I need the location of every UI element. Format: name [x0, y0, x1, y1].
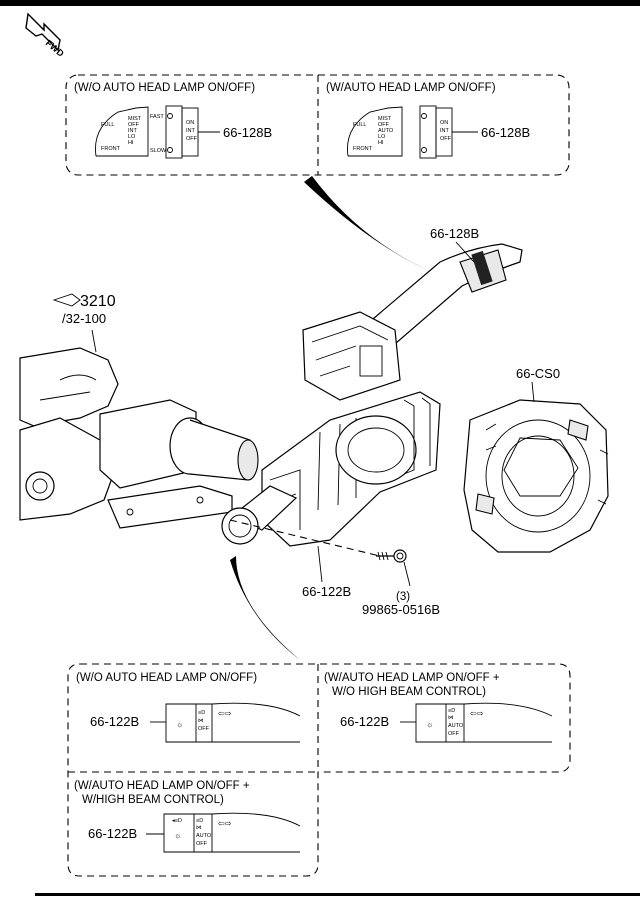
- light-stalk-auto: 66-122B ☼ ≡D ⋈ AUTO OFF ⇦⇨: [340, 702, 553, 743]
- bottom-caption-b1: (W/AUTO HEAD LAMP ON/OFF +: [324, 672, 500, 684]
- callout-swoosh-top: [304, 176, 432, 272]
- svg-text:LO: LO: [128, 134, 136, 140]
- svg-text:INT: INT: [128, 128, 138, 134]
- light-stalk-auto-high-beam: 66-122B ◂≡D ☼ ≡D ⋈ AUTO OFF ⇦⇨: [88, 812, 301, 853]
- parking-lamp-icon-b: ⋈: [448, 715, 454, 721]
- svg-text:SLOW: SLOW: [150, 148, 167, 154]
- bottom-variants-panel: (W/O AUTO HEAD LAMP ON/OFF) (W/AUTO HEAD…: [67, 663, 571, 877]
- wiper-switch-label: 66-128B: [430, 226, 479, 241]
- bottom-rule: [35, 893, 640, 896]
- svg-text:OFF: OFF: [128, 122, 140, 128]
- high-beam-icon-b: ≡D: [448, 708, 455, 714]
- light-sun-icon: ☼: [176, 720, 183, 729]
- bottom-caption-c2: W/HIGH BEAM CONTROL): [82, 794, 224, 806]
- svg-text:FRONT: FRONT: [101, 146, 121, 152]
- bottom-caption-a: (W/O AUTO HEAD LAMP ON/OFF): [76, 672, 257, 684]
- svg-text:OFF: OFF: [186, 136, 198, 142]
- parking-lamp-icon-c: ⋈: [196, 825, 202, 831]
- reference-subsection: /32-100: [62, 311, 106, 326]
- svg-text:ON: ON: [440, 120, 448, 126]
- svg-text:INT: INT: [186, 128, 196, 134]
- wiper-stalk-auto: MIST OFF AUTO LO HI FULL FRONT ON INT OF…: [347, 105, 478, 159]
- callout-swoosh-bottom: [230, 556, 300, 660]
- wiper-switch-assembly: [302, 243, 523, 401]
- steering-column: [19, 347, 259, 529]
- svg-text:OFF: OFF: [198, 726, 210, 732]
- svg-text:OFF: OFF: [378, 122, 390, 128]
- svg-text:FRONT: FRONT: [353, 146, 373, 152]
- turn-signal-icon: ⇦⇨: [218, 709, 232, 718]
- svg-text:MIST: MIST: [128, 116, 142, 122]
- svg-text:INT: INT: [440, 128, 450, 134]
- parking-lamp-icon: ⋈: [198, 718, 204, 724]
- svg-text:OFF: OFF: [448, 731, 460, 737]
- high-beam-icon-c: ≡D: [196, 818, 203, 824]
- reference-number: 3210: [80, 293, 116, 310]
- bottom-part-number-c: 66-122B: [88, 826, 137, 841]
- clock-spring-label: 66-CS0: [516, 366, 560, 381]
- wiper-stalk-no-auto: MIST OFF INT LO HI FULL FRONT FAST SLOW …: [95, 105, 220, 159]
- high-beam-icon: ≡D: [198, 710, 205, 716]
- combination-switch-label: 66-122B: [302, 584, 351, 599]
- bottom-part-number-b: 66-122B: [340, 714, 389, 729]
- screw-quantity: (3): [396, 591, 410, 603]
- top-right-part-number: 66-128B: [481, 125, 530, 140]
- svg-text:HI: HI: [378, 140, 384, 146]
- svg-text:FAST: FAST: [150, 114, 164, 120]
- svg-text:OFF: OFF: [440, 136, 452, 142]
- light-sun-icon-c: ☼: [174, 831, 181, 840]
- svg-text:HI: HI: [128, 140, 134, 146]
- svg-text:AUTO: AUTO: [378, 128, 394, 134]
- light-sun-icon-b: ☼: [426, 720, 433, 729]
- light-stalk-no-auto: 66-122B ☼ ≡D ⋈ OFF ⇦⇨: [90, 702, 301, 743]
- combination-switch-body: [221, 391, 441, 547]
- top-variants-panel: (W/O AUTO HEAD LAMP ON/OFF) (W/AUTO HEAD…: [65, 74, 570, 176]
- svg-text:AUTO: AUTO: [196, 833, 212, 839]
- svg-text:ON: ON: [186, 120, 194, 126]
- bottom-caption-b2: W/O HIGH BEAM CONTROL): [332, 686, 486, 698]
- svg-text:FULL: FULL: [101, 122, 114, 128]
- clock-spring: [463, 399, 609, 553]
- mounting-screw: [376, 549, 411, 587]
- svg-text:LO: LO: [378, 134, 386, 140]
- top-left-part-number: 66-128B: [223, 125, 272, 140]
- top-rule: [0, 0, 640, 6]
- svg-text:FULL: FULL: [353, 122, 366, 128]
- svg-text:MIST: MIST: [378, 116, 392, 122]
- fwd-arrow-icon: FWD: [25, 12, 67, 59]
- hand-pointer-icon: [52, 293, 81, 307]
- fwd-label: FWD: [44, 38, 67, 59]
- auto-high-beam-icon: ◂≡D: [172, 818, 182, 824]
- turn-signal-icon-b: ⇦⇨: [470, 709, 484, 718]
- top-left-caption: (W/O AUTO HEAD LAMP ON/OFF): [74, 82, 255, 94]
- top-right-caption: (W/AUTO HEAD LAMP ON/OFF): [326, 82, 496, 94]
- screw-part-number: 99865-0516B: [362, 602, 440, 617]
- svg-text:AUTO: AUTO: [448, 723, 464, 729]
- bottom-caption-c1: (W/AUTO HEAD LAMP ON/OFF +: [74, 780, 250, 792]
- reference-callout: 3210 /32-100: [52, 293, 116, 353]
- turn-signal-icon-c: ⇦⇨: [218, 819, 232, 828]
- svg-text:OFF: OFF: [196, 841, 208, 847]
- bottom-part-number-a: 66-122B: [90, 714, 139, 729]
